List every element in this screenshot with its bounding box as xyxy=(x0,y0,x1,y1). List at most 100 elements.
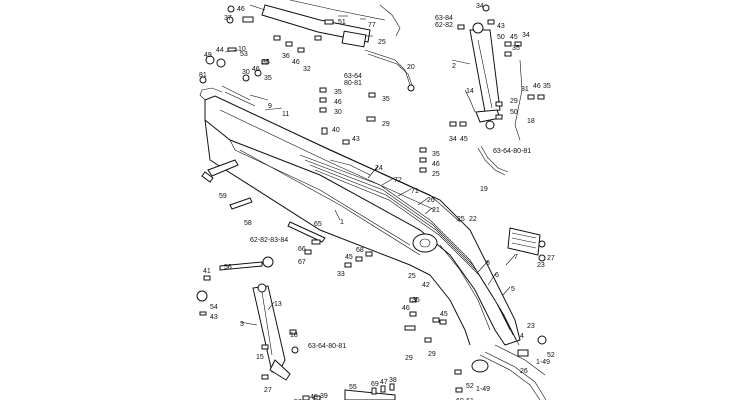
lower-right-parts xyxy=(454,335,547,393)
part-label-l47: 33 xyxy=(337,271,345,278)
part-label-l77: 60-61 xyxy=(456,398,474,400)
pin-56 xyxy=(219,256,274,271)
part-label-l86: 63-84 xyxy=(435,15,453,22)
arm-cylinder-2 xyxy=(469,22,501,123)
part-label-l93: 35 xyxy=(512,45,520,52)
part-label-l54: 8 xyxy=(486,260,490,267)
cylinder-3 xyxy=(252,283,291,381)
lower-mid-hardware xyxy=(404,297,447,343)
part-label-l7: 46 xyxy=(292,59,300,66)
part-label-l65: 27 xyxy=(264,387,272,394)
part-label-l103: 18 xyxy=(527,118,535,125)
part-label-l23: 30 xyxy=(334,109,342,116)
part-label-l14: 30 xyxy=(242,69,250,76)
part-label-l104: 63-64-80-81 xyxy=(493,148,531,155)
part-label-l71: 23 xyxy=(527,323,535,330)
part-label-l31: 46 xyxy=(432,161,440,168)
part-label-l95: 31 xyxy=(521,86,529,93)
part-label-l25: 11 xyxy=(282,111,289,118)
part-label-l10: 25 xyxy=(378,39,386,46)
part-label-l75: 26 xyxy=(520,368,528,375)
part-label-l8: 32 xyxy=(303,66,311,73)
part-label-l98: 14 xyxy=(466,88,474,95)
part-label-l74: 1-49 xyxy=(536,359,550,366)
part-label-l20: 80-81 xyxy=(344,80,362,87)
part-label-l21: 35 xyxy=(334,89,342,96)
part-label-l27: 29 xyxy=(382,121,390,128)
part-label-l39: 59 xyxy=(219,193,227,200)
part-label-l80: 69 xyxy=(371,381,379,388)
part-label-l60: 13 xyxy=(274,301,282,308)
part-label-l48: 56 xyxy=(224,264,232,271)
part-label-l11: 53 xyxy=(240,51,248,58)
part-label-l62: 18 xyxy=(290,332,298,339)
part-label-l13: 44 xyxy=(216,47,224,54)
part-label-l50: 25 xyxy=(457,216,465,223)
part-label-l55: 6 xyxy=(495,272,499,279)
part-label-l63: 63-64-80-81 xyxy=(308,343,346,350)
part-label-l4: 77 xyxy=(368,22,376,29)
part-label-l66: 46 xyxy=(402,305,410,312)
part-label-l70: 29 xyxy=(428,351,436,358)
part-label-l18: 20 xyxy=(407,64,415,71)
part-label-l96: 46 xyxy=(533,83,541,90)
part-label-l99: 29 xyxy=(510,98,518,105)
part-label-l6: 36 xyxy=(282,53,290,60)
part-label-l105: 19 xyxy=(480,186,488,193)
part-label-l64: 15 xyxy=(256,354,264,361)
part-label-l16: 35 xyxy=(264,75,272,82)
part-label-l3: 51 xyxy=(338,19,346,26)
part-label-l56: 7 xyxy=(514,254,518,261)
boom-body xyxy=(199,85,521,346)
part-label-l19: 63-64 xyxy=(344,73,362,80)
part-label-l83: 48 xyxy=(310,394,318,400)
top-left-hardware xyxy=(199,5,334,84)
boom-hydraulic-lines xyxy=(299,154,520,346)
part-label-l100: 50 xyxy=(510,109,518,116)
part-label-l32: 25 xyxy=(432,171,440,178)
part-label-l72: 4 xyxy=(520,333,524,340)
part-label-l12: 49 xyxy=(204,52,212,59)
pipes-right xyxy=(464,59,523,176)
part-label-l35: 71 xyxy=(411,188,419,195)
part-label-l2: 37 xyxy=(224,15,232,22)
part-label-l101: 34 xyxy=(449,136,457,143)
part-label-l37: 21 xyxy=(432,207,440,214)
part-label-l29: 43 xyxy=(352,136,360,143)
part-label-l51: 22 xyxy=(469,216,477,223)
bottom-center-parts xyxy=(302,383,396,400)
part-label-l33: 24 xyxy=(375,165,383,172)
bolts-mid xyxy=(344,251,373,268)
left-small-hardware xyxy=(196,275,299,380)
part-label-l91: 45 xyxy=(510,34,518,41)
plate-65 xyxy=(287,221,326,255)
part-label-l90: 50 xyxy=(497,34,505,41)
part-label-l92: 34 xyxy=(522,32,530,39)
part-label-l107: 27 xyxy=(547,255,555,262)
part-label-l41: 65 xyxy=(314,221,322,228)
part-label-l78: 52 xyxy=(466,383,474,390)
part-label-l61: 3 xyxy=(240,321,244,328)
part-label-l76: 1-49 xyxy=(476,386,490,393)
pin-59 xyxy=(201,159,239,183)
part-label-l38: 1 xyxy=(340,219,344,226)
part-label-l89: 43 xyxy=(497,23,505,30)
part-label-l15: 46 xyxy=(252,66,260,73)
part-label-l53: 42 xyxy=(422,282,430,289)
part-label-l5: 10 xyxy=(238,46,246,53)
part-label-l69: 45 xyxy=(440,311,448,318)
part-label-l84: 39 xyxy=(320,393,328,400)
part-label-l68: 29 xyxy=(405,355,413,362)
part-label-l45: 45 xyxy=(345,254,353,261)
part-label-l22: 46 xyxy=(334,99,342,106)
part-label-l36: 26 xyxy=(427,197,435,204)
pin-58 xyxy=(229,197,253,210)
part-label-l52: 25 xyxy=(408,273,416,280)
part-label-l87: 62-82 xyxy=(435,22,453,29)
part-label-l44: 67 xyxy=(298,259,306,266)
part-label-l106: 23 xyxy=(537,262,545,269)
part-label-l40: 58 xyxy=(244,220,252,227)
part-label-l94: 2 xyxy=(452,63,456,70)
